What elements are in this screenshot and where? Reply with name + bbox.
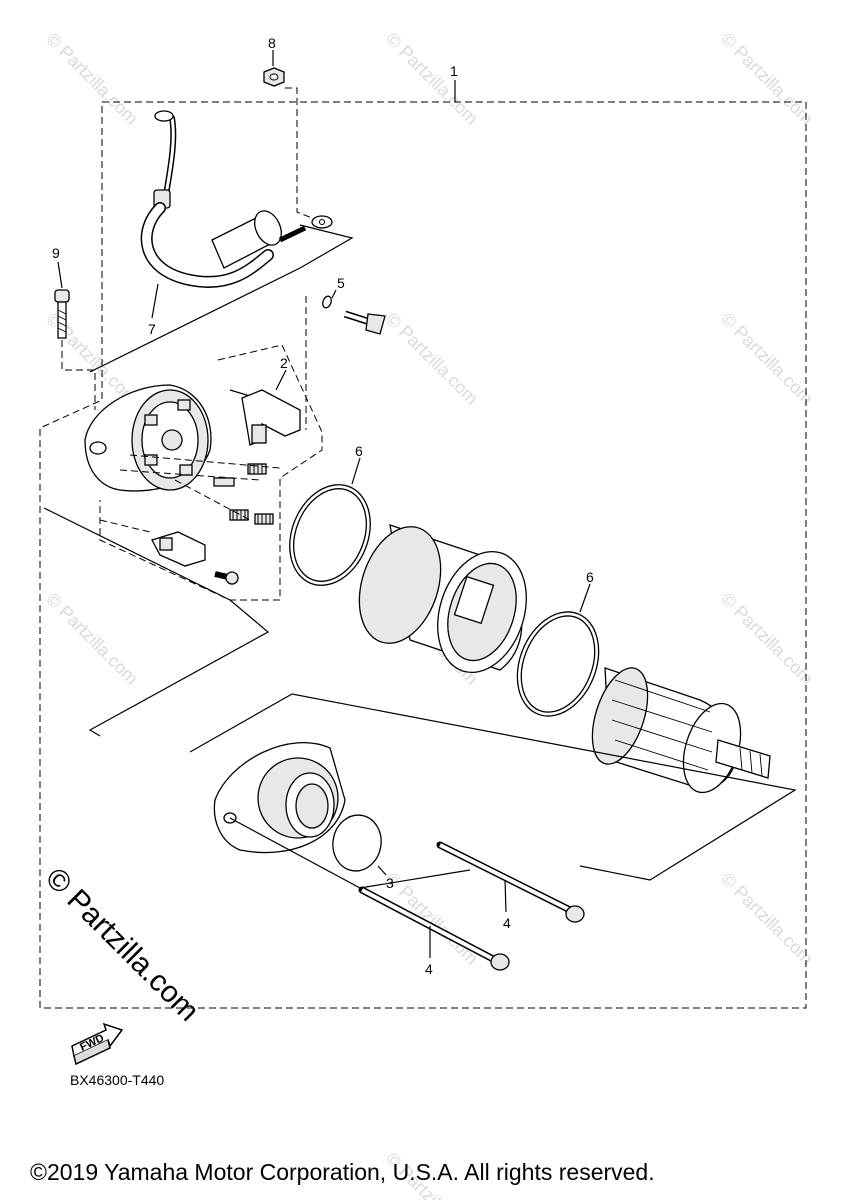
watermark: © Partzilla.com [42,29,142,129]
callout-6: 6 [586,569,594,585]
callout-6: 6 [355,443,363,459]
leader-line [57,261,63,289]
terminal-part [151,531,239,585]
copyright-footer: ©2019 Yamaha Motor Corporation, U.S.A. A… [30,1159,655,1185]
screw-part [343,310,386,335]
leader-dashed [61,340,96,410]
callout-1: 1 [450,63,458,79]
watermark: © Partzilla.com [717,869,817,969]
callout-3: 3 [386,875,394,891]
partzilla-watermark: © Partzilla.com [39,862,205,1028]
yoke-part [358,524,527,674]
springs [213,463,274,525]
watermark: © Partzilla.com [382,309,482,409]
callout-9: 9 [52,245,60,261]
o-ring-3-part [332,814,382,872]
o-ring-lower-inner [520,615,596,713]
o-ring-lower-part [516,611,600,717]
nut-part [263,67,285,87]
leader-line [151,283,159,319]
lead-wire-part [140,110,333,288]
callout-7: 7 [148,321,156,337]
callout-4: 4 [425,961,433,977]
rear-cover-part [84,384,212,492]
leader-line [579,583,591,613]
callout-2: 2 [280,355,288,371]
leader-line [377,865,387,876]
watermark: © Partzilla.com [717,29,817,129]
callout-5: 5 [337,275,345,291]
bolt-part [54,289,70,339]
watermark: © Partzilla.com [717,309,817,409]
fwd-arrow-icon: FWD [71,1022,124,1066]
watermark: © Partzilla.com [382,29,482,129]
o-ring-upper-inner [293,488,367,582]
part-outline [189,693,797,881]
watermark: © Partzilla.com [717,589,817,689]
diagram-code: BX46300-T440 [70,1072,164,1088]
o-ring-small-part [322,295,332,309]
guide-line [99,454,281,533]
watermark: © Partzilla.com [382,869,482,969]
armature-part [591,667,771,794]
front-cover-part [213,742,346,854]
callout-8: 8 [268,35,276,51]
o-ring-upper-part [289,484,371,586]
leader-line [504,879,507,913]
leader-dashed [285,87,313,219]
callout-4: 4 [503,915,511,931]
watermark: © Partzilla.com [42,589,142,689]
leader-line [331,289,337,299]
leader-line [275,369,287,391]
long-bolt-upper-part [436,841,585,923]
leader-line [351,457,361,485]
brush-holder-boundary [99,344,323,601]
part-outline [43,507,270,737]
part-outline [89,224,354,373]
assembly-boundary [39,101,807,1009]
long-bolt-lower-part [358,886,510,971]
brush-holder-part [241,389,301,446]
